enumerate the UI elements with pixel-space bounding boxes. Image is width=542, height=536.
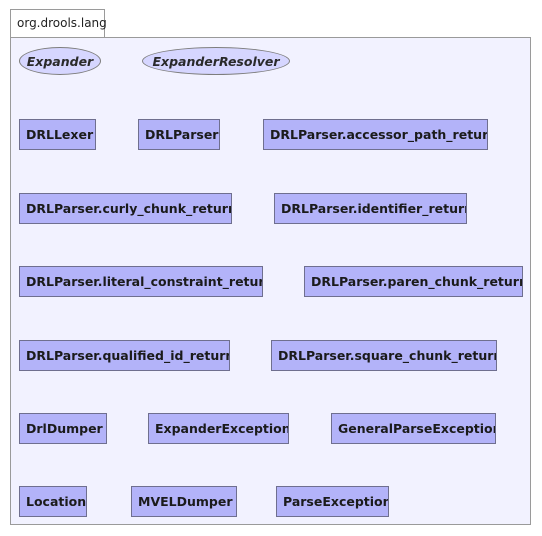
class-drl-lexer[interactable]: DRLLexer xyxy=(19,119,96,150)
class-drl-parser-literal-constraint-return[interactable]: DRLParser.literal_constraint_return xyxy=(19,266,263,297)
class-drl-parser-identifier-return[interactable]: DRLParser.identifier_return xyxy=(274,193,467,224)
interface-expander[interactable]: Expander xyxy=(19,47,101,75)
interface-expander-resolver[interactable]: ExpanderResolver xyxy=(142,47,290,75)
package-name: org.drools.lang xyxy=(17,16,107,30)
class-parse-exception[interactable]: ParseException xyxy=(276,486,389,517)
class-drl-parser[interactable]: DRLParser xyxy=(138,119,220,150)
class-drl-dumper[interactable]: DrlDumper xyxy=(19,413,107,444)
package-tab[interactable]: org.drools.lang xyxy=(10,9,107,37)
class-drl-parser-paren-chunk-return[interactable]: DRLParser.paren_chunk_return xyxy=(304,266,523,297)
class-mvel-dumper[interactable]: MVELDumper xyxy=(131,486,237,517)
class-location[interactable]: Location xyxy=(19,486,87,517)
class-general-parse-exception[interactable]: GeneralParseException xyxy=(331,413,496,444)
class-drl-parser-qualified-id-return[interactable]: DRLParser.qualified_id_return xyxy=(19,340,230,371)
class-drl-parser-square-chunk-return[interactable]: DRLParser.square_chunk_return xyxy=(271,340,497,371)
class-drl-parser-curly-chunk-return[interactable]: DRLParser.curly_chunk_return xyxy=(19,193,232,224)
class-expander-exception[interactable]: ExpanderException xyxy=(148,413,289,444)
class-drl-parser-accessor-path-return[interactable]: DRLParser.accessor_path_return xyxy=(263,119,488,150)
